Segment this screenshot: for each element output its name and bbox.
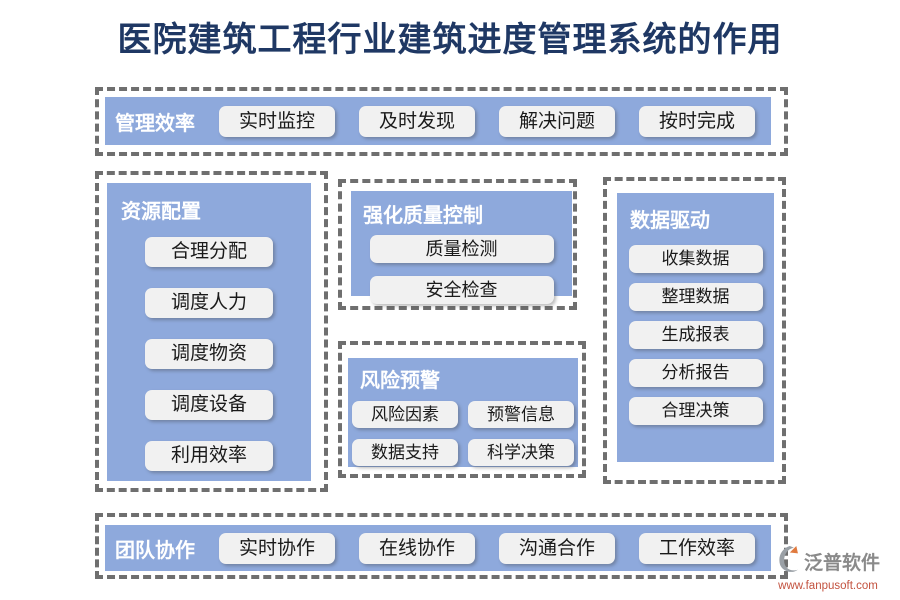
item-pill: 实时监控 — [219, 105, 335, 137]
item-pill: 生成报表 — [628, 321, 763, 349]
risk-warning-label: 风险预警 — [360, 370, 440, 392]
quality-control-items: 质量检测 安全检查 — [351, 235, 572, 304]
fanpu-logo-icon — [776, 544, 802, 579]
item-pill: 质量检测 — [369, 235, 554, 263]
section-quality-control: 强化质量控制 质量检测 安全检查 — [338, 179, 577, 310]
brand-name: 泛普软件 — [803, 553, 880, 574]
brand-watermark: 泛普软件 www.fanpusoft.com — [762, 544, 894, 592]
section-risk-warning: 风险预警 风险因素 预警信息 数据支持 科学决策 — [338, 341, 586, 478]
data-driven-panel: 数据驱动 收集数据 整理数据 生成报表 分析报告 合理决策 — [617, 193, 774, 462]
team-collaboration-label: 团队协作 — [115, 539, 195, 562]
item-pill: 调度物资 — [145, 339, 273, 369]
item-pill: 调度人力 — [145, 288, 273, 318]
item-pill: 数据支持 — [352, 439, 458, 466]
risk-warning-panel: 风险预警 风险因素 预警信息 数据支持 科学决策 — [348, 358, 578, 467]
item-pill: 解决问题 — [499, 105, 615, 137]
risk-warning-items: 风险因素 预警信息 数据支持 科学决策 — [348, 401, 578, 466]
quality-control-label: 强化质量控制 — [363, 205, 483, 227]
section-resource-allocation: 资源配置 合理分配 调度人力 调度物资 调度设备 利用效率 — [95, 171, 328, 492]
section-management-efficiency: 管理效率 实时监控 及时发现 解决问题 按时完成 — [95, 87, 788, 156]
resource-allocation-panel: 资源配置 合理分配 调度人力 调度物资 调度设备 利用效率 — [107, 183, 311, 481]
item-pill: 风险因素 — [352, 401, 458, 428]
team-collaboration-bar: 团队协作 实时协作 在线协作 沟通合作 工作效率 — [105, 525, 771, 571]
item-pill: 调度设备 — [145, 390, 273, 420]
resource-allocation-label: 资源配置 — [121, 201, 201, 223]
item-pill: 整理数据 — [628, 283, 763, 311]
item-pill: 工作效率 — [639, 532, 755, 564]
item-pill: 按时完成 — [639, 105, 755, 137]
item-pill: 科学决策 — [468, 439, 574, 466]
brand-url: www.fanpusoft.com — [778, 580, 878, 592]
section-team-collaboration: 团队协作 实时协作 在线协作 沟通合作 工作效率 — [95, 513, 788, 579]
section-data-driven: 数据驱动 收集数据 整理数据 生成报表 分析报告 合理决策 — [603, 177, 786, 484]
management-efficiency-bar: 管理效率 实时监控 及时发现 解决问题 按时完成 — [105, 97, 771, 145]
item-pill: 实时协作 — [219, 532, 335, 564]
data-driven-label: 数据驱动 — [630, 210, 710, 232]
resource-allocation-items: 合理分配 调度人力 调度物资 调度设备 利用效率 — [107, 237, 311, 471]
page-title: 医院建筑工程行业建筑进度管理系统的作用 — [117, 21, 783, 59]
item-pill: 预警信息 — [468, 401, 574, 428]
item-pill: 沟通合作 — [499, 532, 615, 564]
item-pill: 利用效率 — [145, 441, 273, 471]
data-driven-items: 收集数据 整理数据 生成报表 分析报告 合理决策 — [617, 245, 774, 425]
item-pill: 分析报告 — [628, 359, 763, 387]
item-pill: 及时发现 — [359, 105, 475, 137]
item-pill: 合理决策 — [628, 397, 763, 425]
item-pill: 在线协作 — [359, 532, 475, 564]
item-pill: 收集数据 — [628, 245, 763, 273]
management-efficiency-label: 管理效率 — [115, 112, 195, 135]
item-pill: 合理分配 — [145, 237, 273, 267]
item-pill: 安全检查 — [369, 276, 554, 304]
quality-control-panel: 强化质量控制 质量检测 安全检查 — [351, 191, 572, 304]
